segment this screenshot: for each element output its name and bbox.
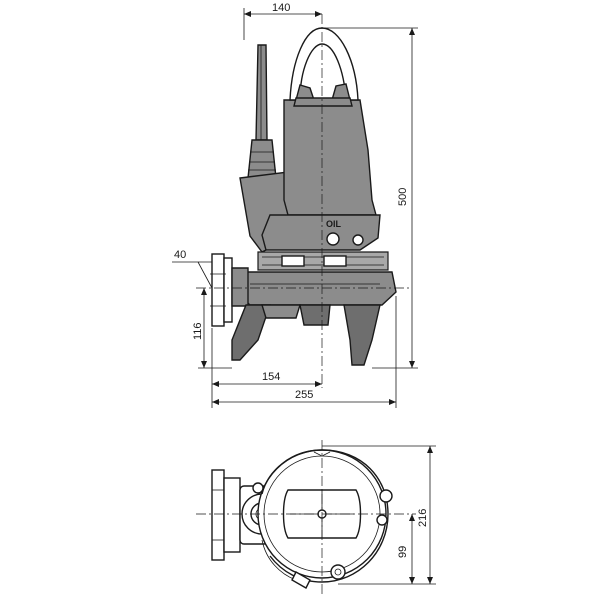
lifting-handle — [289, 27, 359, 101]
dimension-99: 99 — [397, 514, 415, 584]
svg-text:154: 154 — [262, 371, 280, 383]
dimension-500: 500 — [322, 27, 418, 369]
bearing-housing — [261, 214, 381, 251]
clamp-band — [257, 251, 389, 271]
dimension-154: 154 — [211, 328, 322, 408]
svg-text:216: 216 — [417, 509, 429, 527]
dimension-40: 40 — [172, 249, 213, 289]
pump-stand — [231, 304, 381, 366]
svg-text:140: 140 — [272, 2, 290, 14]
dimension-140: 140 — [243, 2, 322, 40]
plan-volute-outline — [261, 449, 389, 583]
pump-volute — [235, 271, 397, 306]
dimension-216: 216 — [322, 445, 436, 585]
side-view: OIL — [172, 2, 418, 408]
svg-text:255: 255 — [295, 389, 313, 401]
svg-text:116: 116 — [192, 322, 204, 340]
plan-view: 216 99 — [196, 440, 436, 594]
svg-text:500: 500 — [397, 188, 409, 206]
svg-text:99: 99 — [397, 546, 409, 558]
dimension-116: 116 — [192, 288, 232, 369]
oil-plug-label: OIL — [326, 219, 342, 229]
power-cable — [247, 44, 277, 179]
dimension-255: 255 — [212, 296, 397, 408]
svg-text:40: 40 — [174, 249, 186, 261]
motor-housing — [283, 99, 377, 216]
